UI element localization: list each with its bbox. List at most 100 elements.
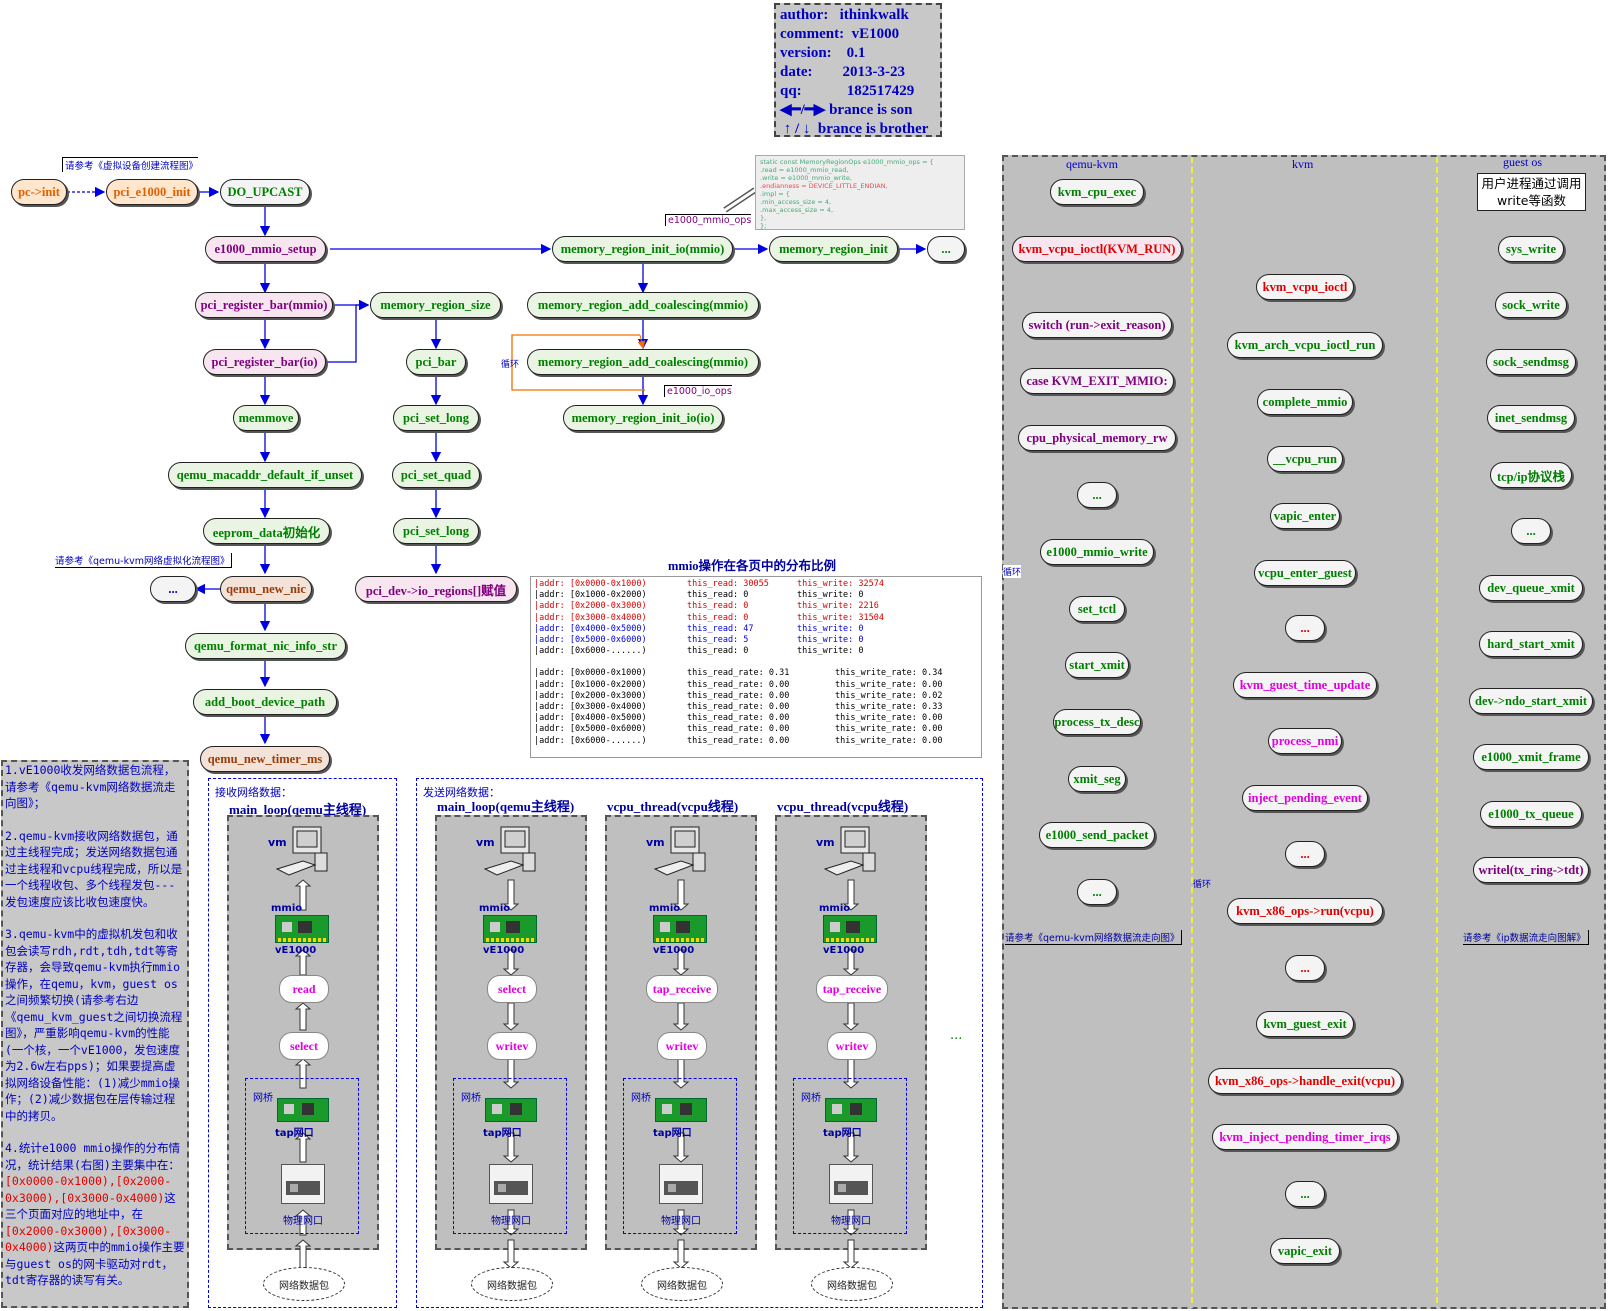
thread-action-tap-receive[interactable]: tap_receive <box>816 975 888 1003</box>
kvm-node[interactable]: ... <box>1285 841 1325 867</box>
qemu-node[interactable]: start_xmit <box>1065 652 1129 678</box>
vm-label: vm <box>268 836 287 849</box>
kvm-node[interactable]: inject_pending_event <box>1242 785 1368 811</box>
node-mr-add-coalescing-2[interactable]: memory_region_add_coalescing(mmio) <box>527 349 759 375</box>
vm-label: vm <box>476 836 495 849</box>
kvm-node[interactable]: process_nmi <box>1268 728 1342 754</box>
node-pci-set-long-2[interactable]: pci_set_long <box>393 518 479 544</box>
node-e1000-mmio-setup[interactable]: e1000_mmio_setup <box>205 236 326 262</box>
kvm-node[interactable]: kvm_arch_vcpu_ioctl_run <box>1227 332 1383 358</box>
node-memory-region-init-io-mmio[interactable]: memory_region_init_io(mmio) <box>552 236 733 262</box>
node-ellipsis-nic[interactable]: ... <box>150 576 196 602</box>
physical-nic-icon <box>659 1164 703 1204</box>
node-memory-region-size[interactable]: memory_region_size <box>370 292 501 318</box>
node-qemu-new-timer-ms[interactable]: qemu_new_timer_ms <box>200 746 330 772</box>
thread-action-tap-receive[interactable]: tap_receive <box>646 975 718 1003</box>
qemu-node[interactable]: case KVM_EXIT_MMIO: <box>1020 368 1174 394</box>
kvm-node[interactable]: kvm_inject_pending_timer_irqs <box>1212 1124 1398 1150</box>
guest-node[interactable]: sock_write <box>1495 292 1567 318</box>
thread-action-writev[interactable]: writev <box>657 1032 707 1060</box>
guest-node[interactable]: writel(tx_ring->tdt) <box>1473 857 1589 883</box>
author-label: author: <box>780 7 829 23</box>
kvm-node[interactable]: kvm_guest_exit <box>1256 1011 1354 1037</box>
guest-node[interactable]: e1000_xmit_frame <box>1473 744 1589 770</box>
kvm-node[interactable]: kvm_x86_ops->run(vcpu) <box>1227 898 1383 924</box>
recv-title: 接收网络数据： <box>215 786 292 799</box>
node-do-upcast[interactable]: DO_UPCAST <box>220 179 310 205</box>
node-pci-set-long-1[interactable]: pci_set_long <box>393 405 479 431</box>
guest-node[interactable]: tcp/ip协议栈 <box>1490 462 1572 488</box>
thread-action-writev[interactable]: writev <box>487 1032 537 1060</box>
node-pci-bar[interactable]: pci_bar <box>406 349 466 375</box>
note-see-qemu-kvm-flow: 请参考《qemu-kvm网络数据流走向图》 <box>1005 930 1183 945</box>
kvm-node[interactable]: __vcpu_run <box>1267 446 1343 472</box>
node-pci-dev-io-regions[interactable]: pci_dev->io_regions[]赋值 <box>355 576 517 602</box>
node-qemu-macaddr[interactable]: qemu_macaddr_default_if_unset <box>168 462 362 488</box>
node-memmove[interactable]: memmove <box>233 405 299 431</box>
up-down-arrows-icon: ↑ <box>780 121 795 137</box>
guest-node[interactable]: dev_queue_xmit <box>1479 575 1583 601</box>
qemu-node[interactable]: switch (run->exit_reason) <box>1022 312 1172 338</box>
node-memory-region-init-io-io[interactable]: memory_region_init_io(io) <box>563 405 723 431</box>
node-pci-register-bar-mmio[interactable]: pci_register_bar(mmio) <box>195 292 333 318</box>
tap-nic-icon <box>825 1098 877 1122</box>
kvm-node[interactable]: ... <box>1285 1181 1325 1207</box>
kvm-node[interactable]: complete_mmio <box>1257 389 1353 415</box>
thread-action-read[interactable]: read <box>279 975 329 1003</box>
kvm-node[interactable]: ... <box>1285 955 1325 981</box>
node-ellipsis-init[interactable]: ... <box>927 236 965 262</box>
guest-node[interactable]: e1000_tx_queue <box>1480 801 1582 827</box>
thread-action-select[interactable]: select <box>487 975 537 1003</box>
guest-node[interactable]: inet_sendmsg <box>1487 405 1575 431</box>
kvm-node[interactable]: vapic_enter <box>1270 503 1340 529</box>
node-memory-region-init[interactable]: memory_region_init <box>769 236 898 262</box>
kvm-node[interactable]: kvm_guest_time_update <box>1233 672 1377 698</box>
qemu-node[interactable]: xmit_seg <box>1068 766 1126 792</box>
qemu-node[interactable]: e1000_mmio_write <box>1040 539 1154 565</box>
guest-node[interactable]: sys_write <box>1498 236 1564 262</box>
node-qemu-format-nic[interactable]: qemu_format_nic_info_str <box>185 633 346 659</box>
node-pci-register-bar-io[interactable]: pci_register_bar(io) <box>203 349 326 375</box>
info-box: author: ithinkwalk comment: vE1000 versi… <box>774 3 942 137</box>
node-qemu-new-nic[interactable]: qemu_new_nic <box>220 576 312 602</box>
kvm-node[interactable]: kvm_vcpu_ioctl <box>1256 274 1354 300</box>
node-eeprom-data[interactable]: eeprom_data初始化 <box>203 518 330 544</box>
qemu-node[interactable]: ... <box>1077 482 1117 508</box>
node-pci-set-quad[interactable]: pci_set_quad <box>392 462 480 488</box>
qemu-node[interactable]: e1000_send_packet <box>1039 822 1155 848</box>
qemu-node[interactable]: ... <box>1077 879 1117 905</box>
guest-node[interactable]: hard_start_xmit <box>1479 631 1583 657</box>
qemu-node[interactable]: set_tctl <box>1069 596 1125 622</box>
thread-action-writev[interactable]: writev <box>827 1032 877 1060</box>
vm-label: vm <box>816 836 835 849</box>
node-mr-add-coalescing-1[interactable]: memory_region_add_coalescing(mmio) <box>527 292 759 318</box>
table-row: |addr: [0x1000-0x2000)this_read_rate: 0.… <box>534 679 943 690</box>
physical-nic-label: 物理网口 <box>491 1216 531 1227</box>
note-loop-kvm: 循环 <box>1193 880 1212 890</box>
kvm-node[interactable]: ... <box>1285 615 1325 641</box>
kvm-node[interactable]: vapic_exit <box>1270 1238 1340 1264</box>
guest-node[interactable]: ... <box>1511 518 1551 544</box>
guest-node[interactable]: sock_sendmsg <box>1486 349 1576 375</box>
thread-action-select[interactable]: select <box>279 1032 329 1060</box>
mmio-label: mmio <box>819 903 851 914</box>
node-pc-init[interactable]: pc->init <box>11 179 67 205</box>
kvm-node[interactable]: kvm_x86_ops->handle_exit(vcpu) <box>1208 1068 1402 1094</box>
node-add-boot-device-path[interactable]: add_boot_device_path <box>193 689 337 715</box>
computer-icon <box>275 825 331 877</box>
send-title: 发送网络数据： <box>423 786 500 799</box>
node-pci-e1000-init[interactable]: pci_e1000_init <box>106 179 198 205</box>
lane-title-qemu: qemu-kvm <box>1066 157 1118 171</box>
qemu-node[interactable]: cpu_physical_memory_rw <box>1018 425 1176 451</box>
kvm-node[interactable]: vcpu_enter_guest <box>1254 560 1356 586</box>
packet-cloud: 网络数据包 <box>811 1267 893 1301</box>
table-row: |addr: [0x6000-......)this_read_rate: 0.… <box>534 735 943 746</box>
guest-node[interactable]: dev->ndo_start_xmit <box>1469 688 1593 714</box>
note-see-virtual-device: 请参考《虚拟设备创建流程图》 <box>62 157 199 172</box>
qemu-node[interactable]: kvm_vcpu_ioctl(KVM_RUN) <box>1012 236 1182 262</box>
qemu-node[interactable]: process_tx_desc <box>1053 709 1141 735</box>
physical-nic-label: 物理网口 <box>831 1216 871 1227</box>
qemu-node[interactable]: kvm_cpu_exec <box>1050 179 1144 205</box>
